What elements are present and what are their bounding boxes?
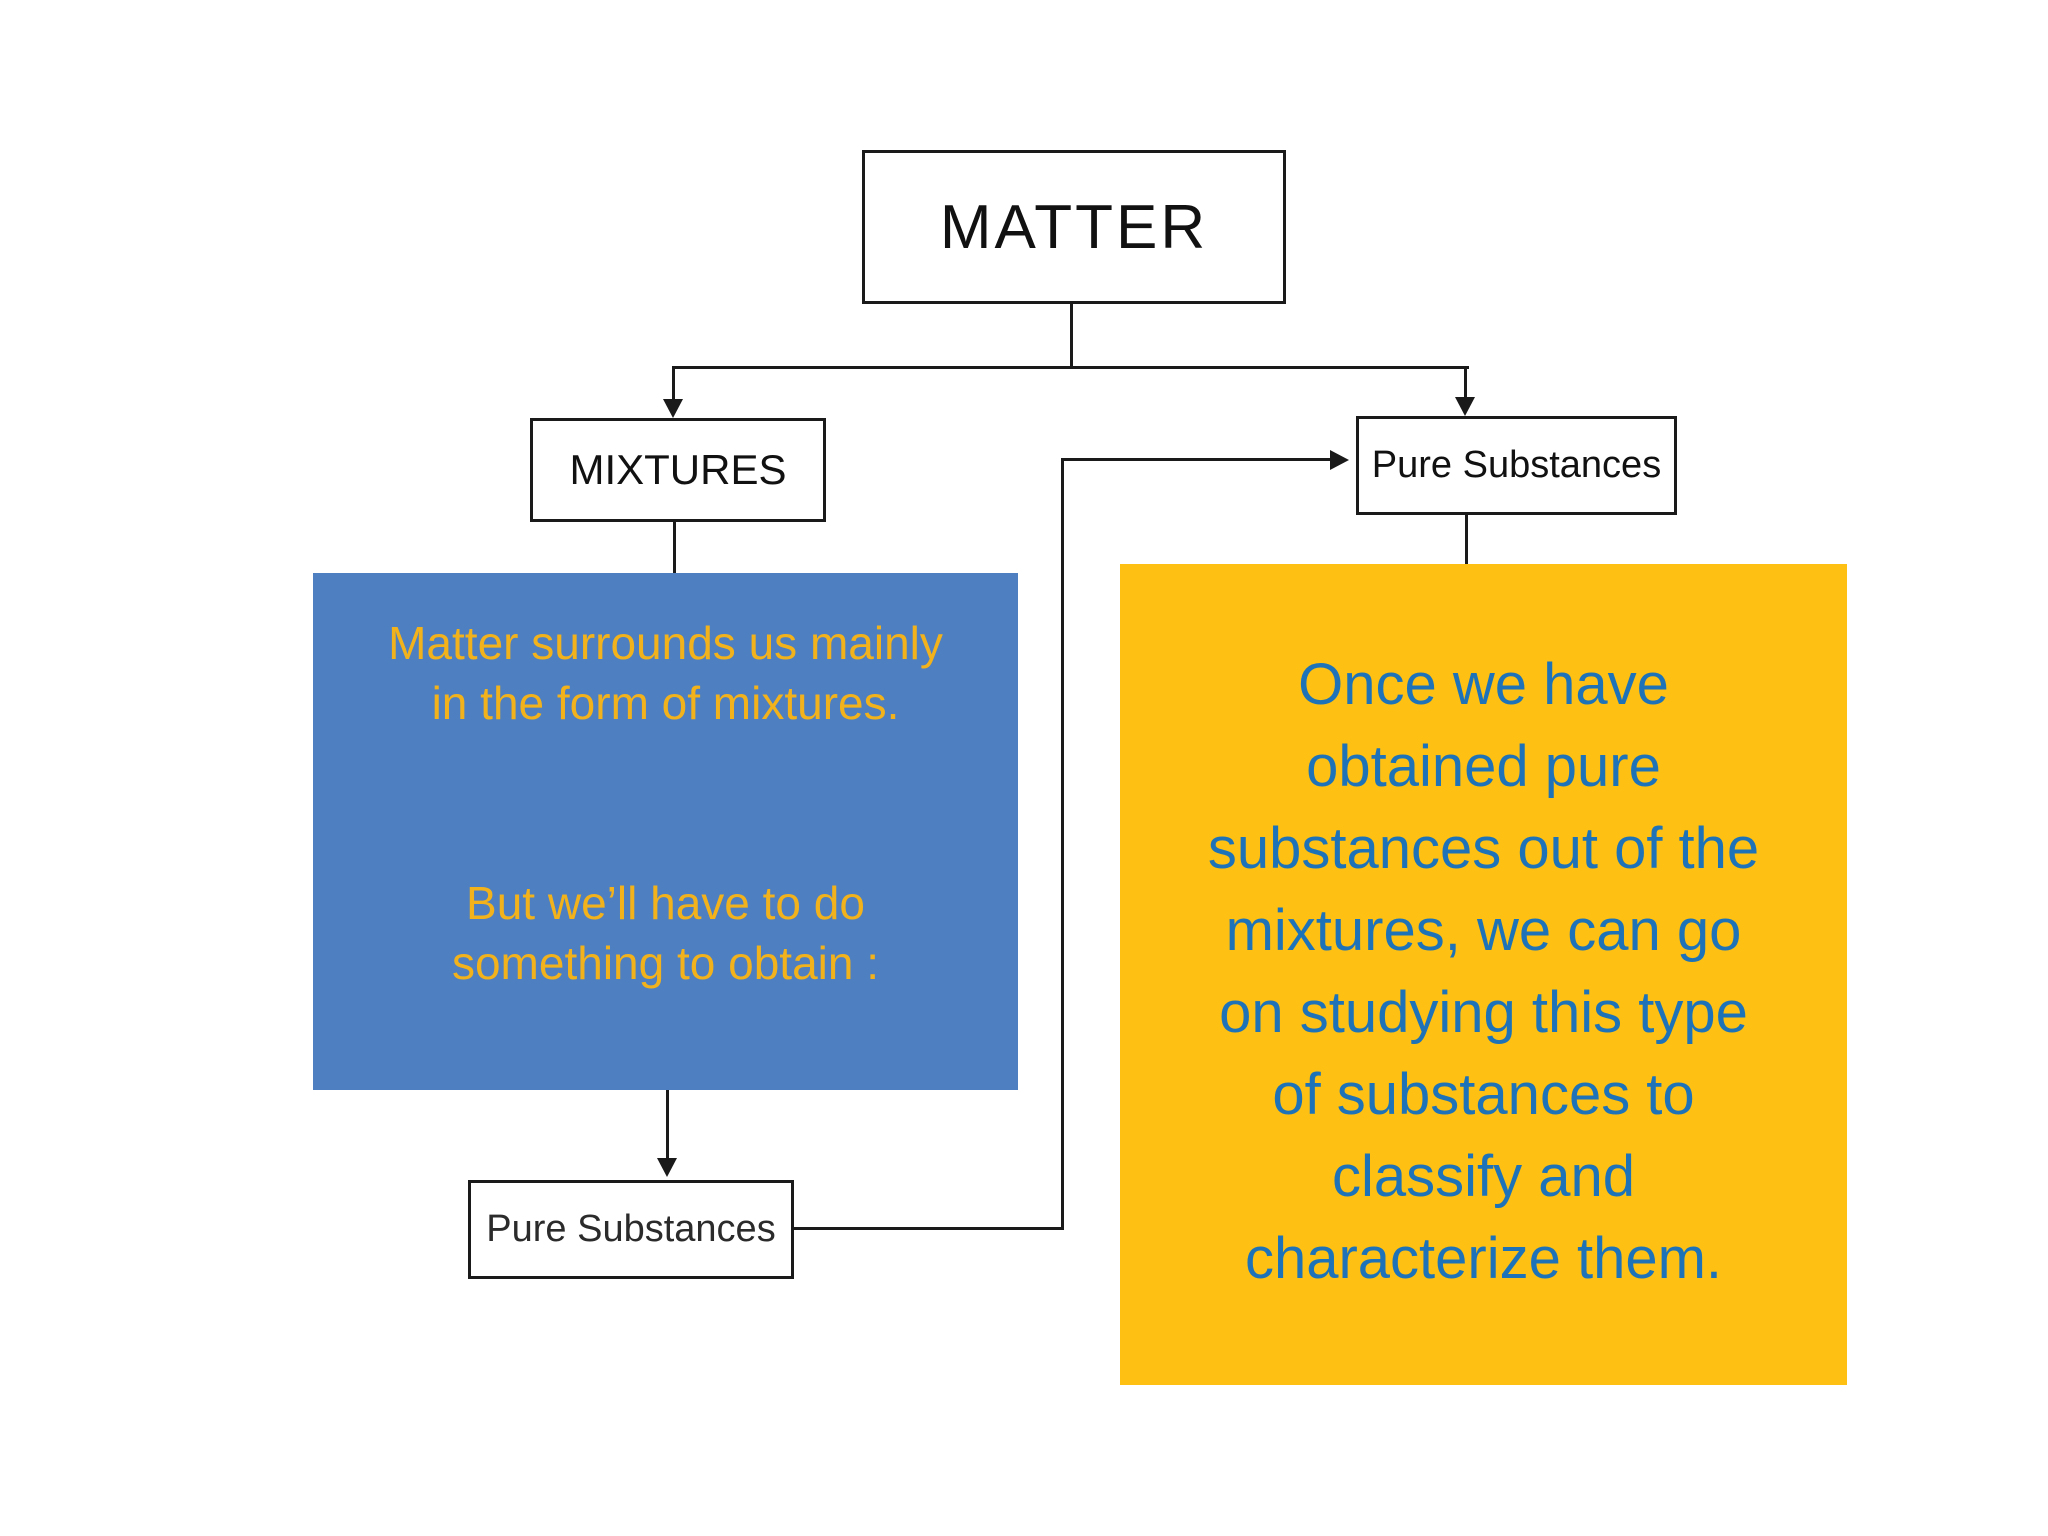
matter-node: MATTER [862,150,1286,304]
mixtures-note-line: something to obtain : [451,937,880,989]
connector-to-pure-substances [1464,366,1467,399]
mixtures-note-paragraph-2: But we’ll have to do something to obtain… [313,873,1018,993]
arrowhead-down-mixtures-icon [663,399,683,418]
mixtures-node-label: MIXTURES [569,446,787,493]
pure-note-line: characterize them. [1244,1226,1723,1291]
pure-note-line: classify and [1331,1144,1636,1209]
pure-substances-node-right: Pure Substances [1356,416,1677,515]
mixtures-note-box: Matter surrounds us mainly in the form o… [313,573,1018,1090]
mixtures-note-paragraph-1: Matter surrounds us mainly in the form o… [313,613,1018,733]
pure-substances-note-box: Once we have obtained pure substances ou… [1120,564,1847,1385]
pure-note-line: obtained pure [1306,734,1661,799]
mixtures-note-line: Matter surrounds us mainly [388,617,943,669]
connector-pure-right-to-note [1465,509,1468,565]
mixtures-note-line: But we’ll have to do [466,877,865,929]
mixtures-node: MIXTURES [530,418,826,522]
connector-mixtures-to-note [673,516,676,574]
arrowhead-right-pure-right-icon [1330,450,1349,470]
pure-note-line: Once we have [1298,652,1669,717]
pure-substances-bottom-label: Pure Substances [486,1208,776,1250]
connector-elbow-horizontal [1061,458,1331,461]
pure-note-line: substances out of the [1207,816,1760,881]
connector-pure-bottom-out [788,1227,1064,1230]
connector-note-to-pure-bottom [666,1090,669,1160]
connector-matter-stem [1070,300,1073,369]
pure-note-line: mixtures, we can go [1225,898,1742,963]
connector-to-mixtures [672,366,675,402]
arrowhead-down-pure-bottom-icon [657,1158,677,1177]
connector-split-horizontal [672,366,1469,369]
pure-substances-node-bottom: Pure Substances [468,1180,794,1279]
pure-note-line: of substances to [1272,1062,1695,1127]
matter-node-label: MATTER [939,192,1209,262]
pure-substances-right-label: Pure Substances [1371,444,1662,486]
pure-note-line: on studying this type [1219,980,1748,1045]
pure-substances-note-text: Once we have obtained pure substances ou… [1120,644,1847,1300]
arrowhead-down-pure-right-icon [1455,397,1475,416]
connector-elbow-vertical [1061,458,1064,1230]
mixtures-note-line: in the form of mixtures. [431,677,900,729]
